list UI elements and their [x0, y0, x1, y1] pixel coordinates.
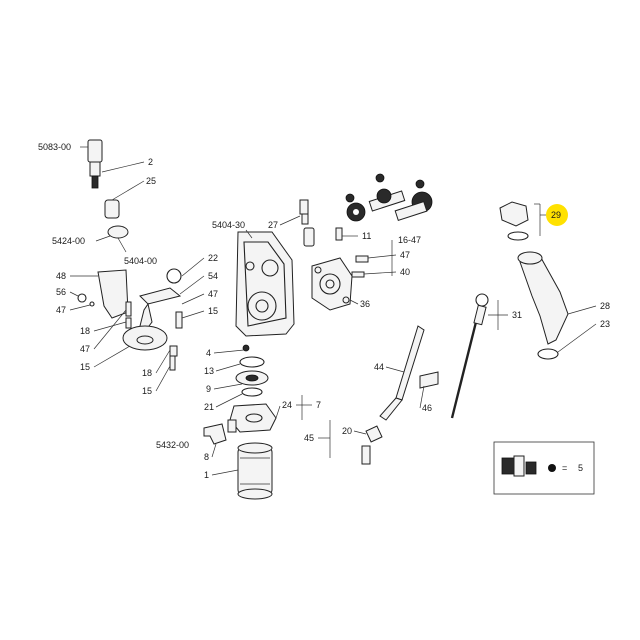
callout-18-a: 18	[80, 326, 90, 336]
callout-11: 11	[362, 231, 371, 241]
callout-25: 25	[146, 176, 156, 186]
dipstick	[450, 293, 489, 419]
bracket-assembly	[77, 269, 132, 329]
callout-27: 27	[268, 220, 278, 230]
callout-4: 4	[206, 348, 211, 358]
gear-shaft-assembly	[345, 173, 433, 222]
dipstick-tube	[361, 325, 439, 465]
callout-18-b: 18	[142, 368, 152, 378]
sensor-assembly	[87, 139, 129, 253]
callout-29: 29	[551, 210, 561, 220]
callout-47-c: 47	[208, 289, 218, 299]
callout-47-d: 47	[400, 250, 410, 260]
callout-15-b: 15	[208, 306, 218, 316]
callout-5404-30: 5404-30	[212, 220, 245, 230]
callout-9: 9	[206, 384, 211, 394]
filler-assembly	[499, 201, 569, 360]
pickup-assembly	[122, 268, 183, 371]
callout-24: 24	[282, 400, 292, 410]
callout-7: 7	[316, 400, 321, 410]
callout-1: 1	[204, 470, 209, 480]
callouts: 5083-00 2 25 5424-00 5404-00 48 56 47 18…	[38, 142, 610, 480]
timing-case	[235, 231, 295, 337]
callout-13: 13	[204, 366, 214, 376]
callout-28: 28	[600, 301, 610, 311]
oil-filter	[237, 442, 273, 500]
callout-5424-00: 5424-00	[52, 236, 85, 246]
callout-15-a: 15	[80, 362, 90, 372]
callout-15-c: 15	[142, 386, 152, 396]
studs	[299, 199, 369, 278]
callout-20: 20	[342, 426, 352, 436]
pump-cover	[311, 257, 353, 311]
legend-equals: =	[562, 463, 567, 473]
callout-46: 46	[422, 403, 432, 413]
highlight-marker	[546, 204, 568, 226]
legend-count: 5	[578, 463, 583, 473]
callout-48: 48	[56, 271, 66, 281]
callout-2: 2	[148, 157, 153, 167]
legend-box: = 5	[493, 441, 595, 495]
callout-5432-00: 5432-00	[156, 440, 189, 450]
callout-54: 54	[208, 271, 218, 281]
callout-44: 44	[374, 362, 384, 372]
callout-36: 36	[360, 299, 370, 309]
callout-47-a: 47	[56, 305, 66, 315]
callout-45: 45	[304, 433, 314, 443]
callout-56: 56	[56, 287, 66, 297]
callout-16-47: 16-47	[398, 235, 421, 245]
filter-head-assembly	[203, 344, 277, 445]
callout-21: 21	[204, 402, 214, 412]
callout-47-b: 47	[80, 344, 90, 354]
callout-5083-00: 5083-00	[38, 142, 71, 152]
callout-31: 31	[512, 310, 522, 320]
callout-23: 23	[600, 319, 610, 329]
callout-8: 8	[204, 452, 209, 462]
callout-5404-00: 5404-00	[124, 256, 157, 266]
callout-22: 22	[208, 253, 218, 263]
callout-40: 40	[400, 267, 410, 277]
